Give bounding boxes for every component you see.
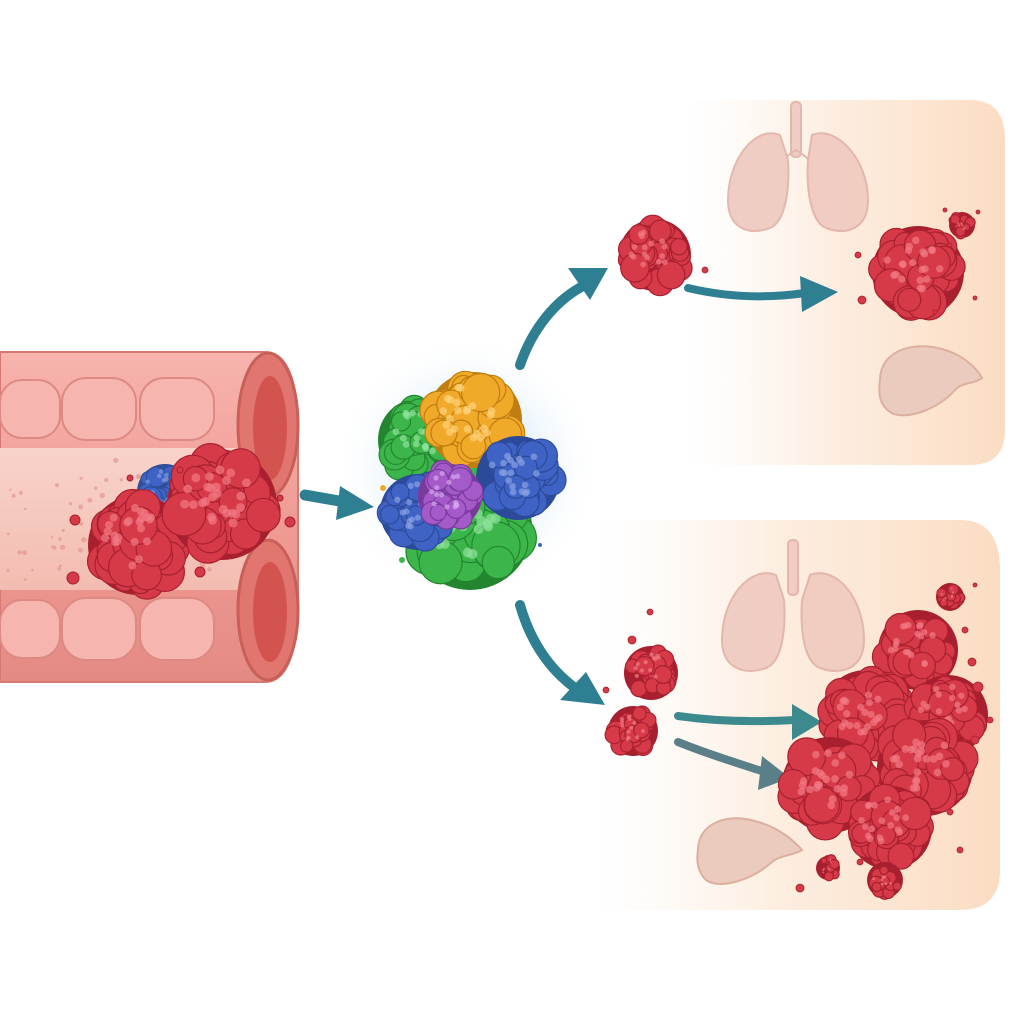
arrow-top-metastasis bbox=[684, 276, 838, 312]
circulating-tumor-cluster bbox=[617, 214, 693, 297]
metastatic-lesion bbox=[877, 717, 979, 816]
circulating-tumor-cluster bbox=[604, 705, 658, 756]
arrow-cluster-to-top bbox=[515, 268, 608, 370]
metastatic-lesion-small bbox=[948, 211, 976, 240]
metastatic-lesion bbox=[871, 610, 958, 691]
metastasis-top bbox=[617, 207, 981, 321]
liver-icon-bottom bbox=[696, 817, 804, 885]
arrow-bottom-metastasis-2 bbox=[674, 738, 790, 790]
primary-tumor-lobe bbox=[161, 443, 281, 564]
clone-orange bbox=[419, 370, 526, 468]
lungs-icon-bottom bbox=[720, 539, 866, 672]
liver-icon-top bbox=[878, 345, 984, 417]
arrow-bottom-metastasis-1 bbox=[674, 704, 822, 740]
clone-purple bbox=[418, 459, 484, 530]
arrow-colon-to-cluster bbox=[299, 486, 374, 520]
metastatic-lesion-small bbox=[867, 862, 903, 900]
primary-tumor bbox=[66, 443, 296, 600]
metastatic-lesion bbox=[777, 737, 881, 841]
arrow-cluster-to-bottom bbox=[515, 600, 605, 705]
metastatic-lesion-small bbox=[816, 854, 840, 882]
metastatic-lesion-small bbox=[936, 583, 966, 611]
circulating-tumor-cluster bbox=[624, 644, 678, 700]
clone-blue bbox=[476, 436, 567, 520]
metastatic-lesion bbox=[868, 226, 966, 321]
heterogeneous-tumor-cluster bbox=[376, 370, 567, 590]
metastasis-bottom bbox=[602, 582, 994, 900]
colon-opening bbox=[236, 351, 300, 682]
metastatic-lesion bbox=[847, 783, 934, 870]
lungs-icon-top bbox=[726, 101, 870, 232]
